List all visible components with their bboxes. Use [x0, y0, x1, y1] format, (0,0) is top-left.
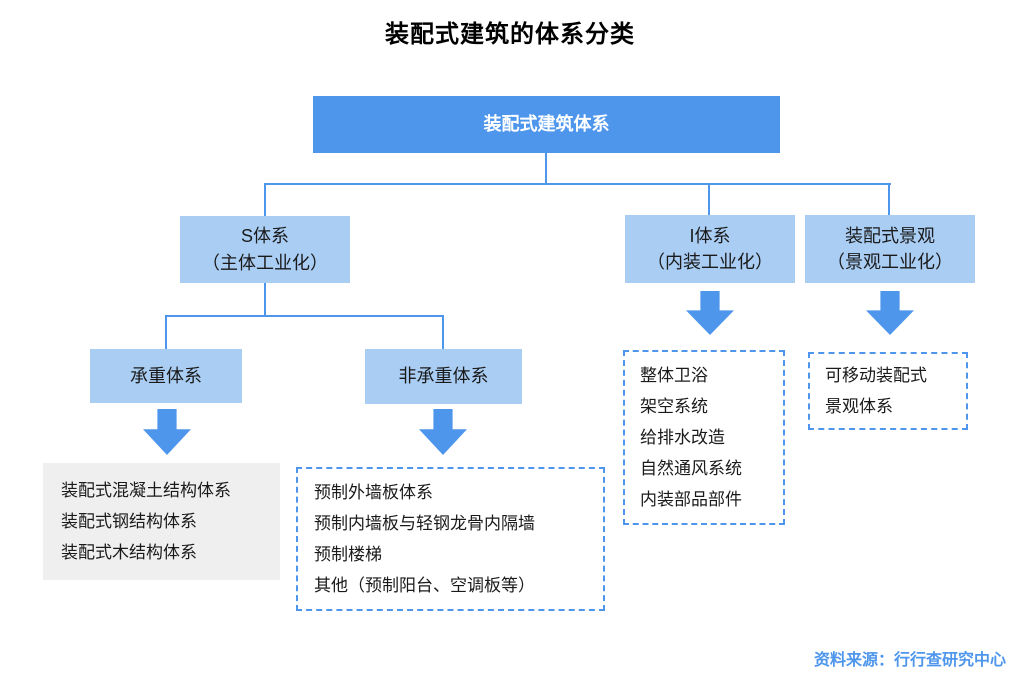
leaf-line: 自然通风系统: [640, 459, 742, 478]
connector-root-stem: [545, 153, 547, 184]
source-note: 资料来源：行行查研究中心: [813, 652, 1006, 669]
leaf-line: 可移动装配式: [825, 366, 927, 385]
node-s-system-line2: （主体工业化）: [202, 252, 328, 273]
node-load-bearing-label: 承重体系: [130, 365, 202, 386]
diagram-title: 装配式建筑的体系分类: [385, 21, 635, 48]
down-arrow-icon: [686, 291, 734, 335]
leaf-line: 预制楼梯: [314, 545, 382, 564]
leaf-load-bearing-list: 装配式混凝土结构体系装配式钢结构体系装配式木结构体系: [43, 463, 280, 580]
down-arrow-icon: [866, 291, 914, 335]
node-s-system: S体系 （主体工业化）: [180, 216, 350, 283]
node-i-system-line2: （内装工业化）: [647, 252, 773, 272]
node-landscape-system: 装配式景观 （景观工业化）: [805, 215, 975, 283]
leaf-line: 其他（预制阳台、空调板等）: [314, 576, 535, 595]
leaf-i-system-list: 整体卫浴架空系统给排水改造自然通风系统内装部品部件: [623, 350, 785, 525]
connector-drop-landscape: [888, 184, 890, 216]
connector-s-stem: [264, 283, 266, 316]
leaf-line: 预制外墙板体系: [314, 483, 433, 502]
node-non-load-bearing-label: 非承重体系: [398, 366, 489, 387]
leaf-line: 装配式钢结构体系: [61, 512, 197, 531]
node-landscape-system-line1: 装配式景观: [845, 225, 935, 246]
node-i-system: I体系 （内装工业化）: [625, 215, 795, 283]
connector-drop-load-bearing: [165, 316, 167, 349]
node-root-label: 装配式建筑体系: [483, 114, 610, 135]
down-arrow-icon: [143, 409, 191, 455]
connector-level2-horizontal: [165, 315, 444, 317]
node-s-system-line1: S体系: [240, 226, 289, 247]
leaf-line: 景观体系: [825, 397, 893, 416]
connector-drop-s: [264, 184, 266, 217]
leaf-line: 装配式混凝土结构体系: [61, 481, 231, 500]
leaf-line: 给排水改造: [640, 428, 725, 447]
leaf-line: 内装部品部件: [640, 490, 742, 509]
leaf-line: 架空系统: [640, 397, 708, 416]
leaf-line: 整体卫浴: [640, 366, 708, 385]
leaf-line: 预制内墙板与轻钢龙骨内隔墙: [314, 514, 535, 533]
node-non-load-bearing: 非承重体系: [365, 349, 522, 404]
node-load-bearing: 承重体系: [90, 349, 242, 403]
connector-level1-horizontal: [264, 183, 891, 185]
down-arrow-icon: [419, 409, 467, 455]
connector-drop-non-load-bearing: [442, 316, 444, 349]
node-landscape-system-line2: （景观工业化）: [827, 252, 953, 272]
leaf-landscape-list: 可移动装配式景观体系: [808, 352, 968, 430]
node-root: 装配式建筑体系: [313, 96, 780, 153]
leaf-line: 装配式木结构体系: [61, 543, 197, 562]
node-i-system-line1: I体系: [689, 225, 731, 246]
connector-drop-i: [708, 184, 710, 216]
leaf-non-load-bearing-list: 预制外墙板体系预制内墙板与轻钢龙骨内隔墙预制楼梯其他（预制阳台、空调板等）: [296, 467, 605, 611]
